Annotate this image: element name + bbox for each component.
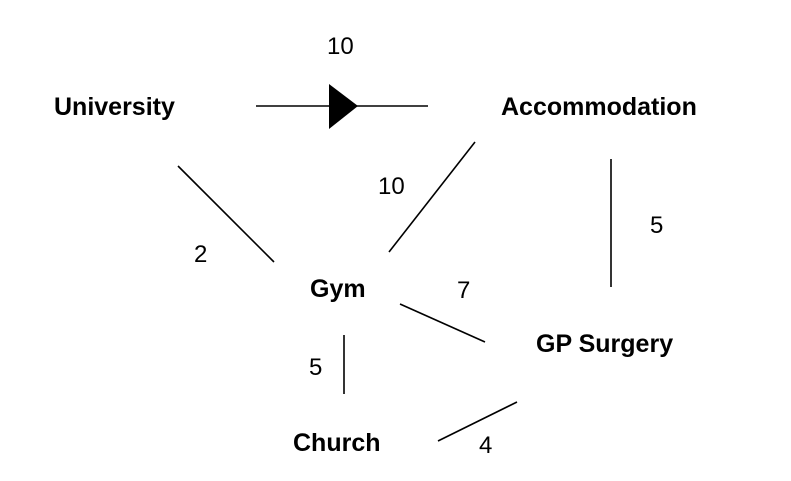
weight-university-gym: 2 [194,241,207,268]
weight-gym-church: 5 [309,354,322,381]
edge-gym-gp-surgery [399,303,486,343]
weight-gp-surgery-church: 4 [479,432,492,459]
node-accommodation: Accommodation [501,93,697,121]
node-gp-surgery: GP Surgery [536,330,673,358]
node-church: Church [293,429,381,457]
arrowhead-icon [329,84,358,129]
edge-gp-surgery-church [437,401,518,442]
edge-university-accommodation [256,84,428,129]
node-gym: Gym [310,275,366,303]
weight-gym-gp-surgery: 7 [457,277,470,304]
weight-accommodation-gp-surgery: 5 [650,212,663,239]
node-university: University [54,93,175,121]
edge-accommodation-gym [388,141,476,253]
weight-accommodation-gym: 10 [378,173,405,200]
edge-university-gym [177,165,275,263]
weight-university-accommodation: 10 [327,33,354,60]
